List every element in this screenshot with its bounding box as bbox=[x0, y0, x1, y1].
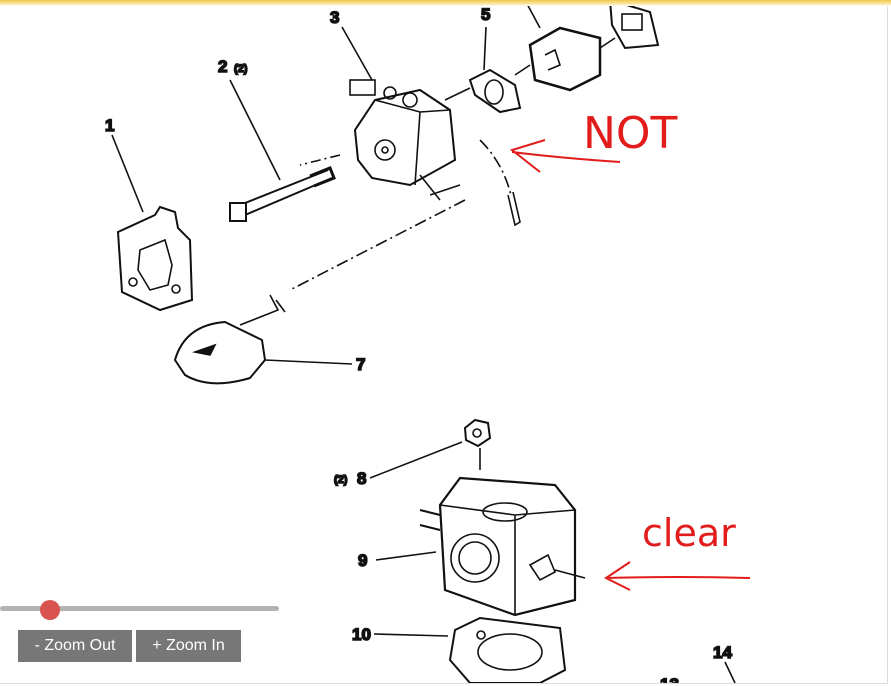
part-9-carburetor bbox=[375, 476, 586, 617]
part-label-1: 1 bbox=[105, 116, 114, 135]
part-label-2: 2 bbox=[218, 57, 227, 76]
arrow-icon bbox=[604, 561, 751, 591]
part-10-gasket bbox=[373, 616, 736, 683]
part-label-7: 7 bbox=[356, 355, 365, 374]
annotation-not: NOT bbox=[509, 108, 678, 173]
annotation-not-text: NOT bbox=[583, 108, 678, 159]
part-1-gasket bbox=[111, 134, 194, 312]
arrow-icon bbox=[509, 139, 621, 173]
hose bbox=[507, 191, 521, 227]
part-label-8: 8 bbox=[357, 469, 366, 488]
part-8-nut bbox=[369, 418, 492, 479]
part-label-10: 10 bbox=[352, 625, 371, 644]
centerline bbox=[289, 199, 466, 291]
part-7-choke-knob bbox=[173, 294, 353, 385]
top-accent-bar bbox=[0, 0, 891, 6]
part-label-5: 5 bbox=[481, 5, 490, 24]
part-label-14: 14 bbox=[713, 643, 732, 662]
part-2-bolt bbox=[229, 79, 336, 222]
annotation-clear: clear bbox=[604, 511, 751, 591]
zoom-slider-thumb[interactable] bbox=[40, 600, 61, 620]
zoom-in-button[interactable]: + Zoom In bbox=[136, 630, 241, 662]
annotation-clear-text: clear bbox=[642, 511, 736, 555]
zoom-out-button[interactable]: - Zoom Out bbox=[18, 630, 132, 662]
qty-label-2: (2) bbox=[234, 63, 248, 75]
qty-label-8: (2) bbox=[334, 474, 348, 486]
hose-path bbox=[479, 139, 513, 201]
part-4-spacer bbox=[524, 0, 660, 92]
part-label-13: 13 bbox=[660, 675, 679, 683]
part-5-gasket bbox=[444, 26, 531, 114]
part-3-carburetor bbox=[299, 26, 461, 201]
part-label-9: 9 bbox=[358, 551, 367, 570]
part-label-3: 3 bbox=[330, 8, 339, 27]
zoom-slider-track[interactable] bbox=[0, 606, 279, 611]
